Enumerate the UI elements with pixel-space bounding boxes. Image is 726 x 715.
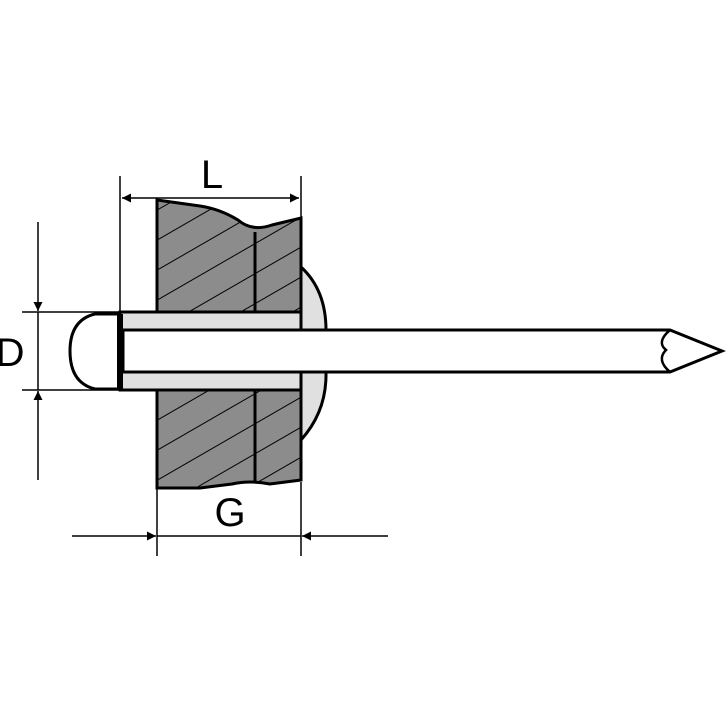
dimension-d: D	[0, 222, 120, 480]
mandrel	[68, 312, 726, 391]
dimension-g: G	[72, 482, 388, 556]
label-diameter: D	[0, 331, 24, 375]
label-grip: G	[214, 491, 245, 535]
dimension-l: L	[119, 153, 302, 312]
workpiece-lower	[155, 388, 303, 490]
label-length: L	[201, 153, 223, 197]
workpiece-upper	[155, 198, 303, 314]
